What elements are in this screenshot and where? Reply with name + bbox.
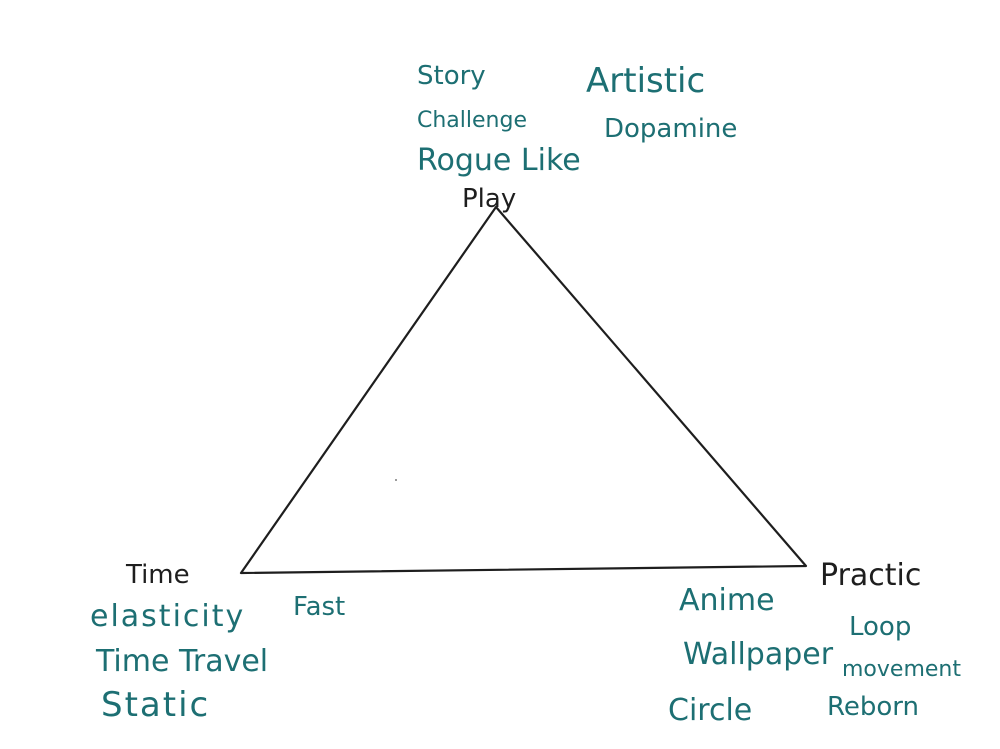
play-note-artistic: Artistic bbox=[586, 61, 706, 101]
vertex-label-play: Play bbox=[462, 184, 517, 214]
play-note-rogue-like: Rogue Like bbox=[417, 143, 581, 178]
triangle-outline bbox=[239, 205, 808, 575]
edge-note-fast: Fast bbox=[293, 592, 346, 622]
practic-note-loop: Loop bbox=[849, 612, 912, 642]
time-note-time-travel: Time Travel bbox=[96, 644, 269, 679]
play-note-challenge: Challenge bbox=[417, 108, 527, 133]
time-note-elasticity: elasticity bbox=[90, 599, 246, 634]
play-note-dopamine: Dopamine bbox=[604, 114, 738, 144]
play-note-story: Story bbox=[417, 61, 486, 91]
practic-note-wallpaper: Wallpaper bbox=[683, 637, 834, 672]
practic-note-movement: movement bbox=[842, 657, 961, 682]
time-note-static: Static bbox=[101, 685, 211, 725]
practic-note-circle: Circle bbox=[668, 693, 753, 728]
vertex-label-practic: Practic bbox=[820, 558, 922, 593]
practic-note-anime: Anime bbox=[679, 583, 775, 618]
center-dot bbox=[395, 479, 397, 481]
practic-note-reborn: Reborn bbox=[827, 692, 920, 722]
vertex-label-time: Time bbox=[126, 560, 190, 590]
